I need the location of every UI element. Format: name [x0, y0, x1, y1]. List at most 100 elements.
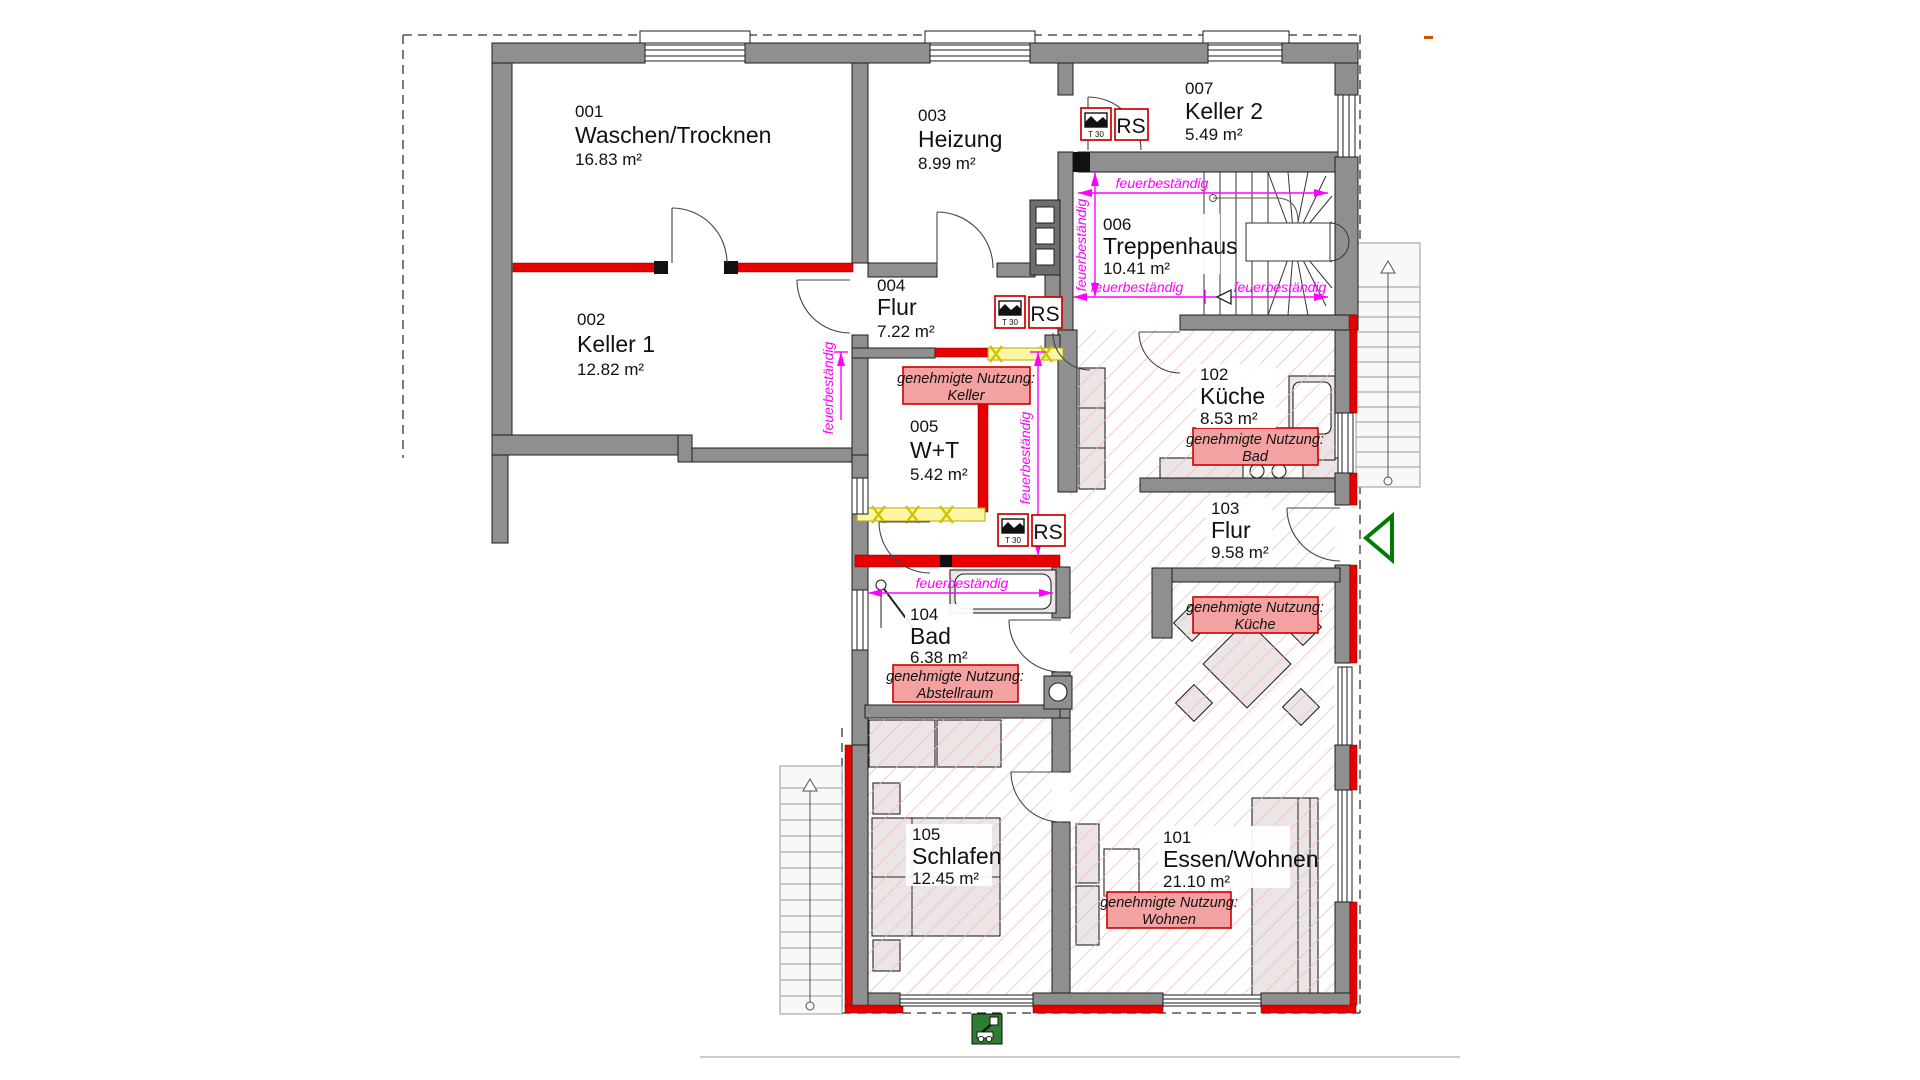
svg-text:12.82 m²: 12.82 m²	[577, 360, 644, 379]
t30-label: T 30	[1002, 318, 1018, 327]
svg-text:12.45 m²: 12.45 m²	[912, 869, 979, 888]
door	[1052, 332, 1091, 371]
svg-text:007: 007	[1185, 79, 1213, 98]
door	[1138, 331, 1181, 374]
svg-text:Essen/Wohnen: Essen/Wohnen	[1163, 846, 1319, 872]
svg-text:7.22 m²: 7.22 m²	[877, 322, 935, 341]
svg-text:Waschen/Trocknen: Waschen/Trocknen	[575, 122, 771, 148]
stair-up-arrow	[1380, 260, 1396, 274]
door	[936, 211, 994, 269]
room-label-101: 101 Essen/Wohnen 21.10 m²	[1158, 826, 1319, 891]
rs-label: RS	[1116, 115, 1145, 138]
fire-label: feuerbeständig	[820, 341, 836, 434]
door	[1008, 619, 1062, 673]
room-label-001: 001 Waschen/Trocknen 16.83 m²	[575, 102, 771, 169]
window	[899, 994, 1034, 1007]
svg-text:genehmigte Nutzung:: genehmigte Nutzung:	[1186, 600, 1324, 616]
svg-text:genehmigte Nutzung:: genehmigte Nutzung:	[1186, 432, 1324, 448]
svg-text:6.38 m²: 6.38 m²	[910, 648, 968, 667]
room-label-103: 103 Flur 9.58 m²	[1206, 498, 1272, 562]
svg-text:Küche: Küche	[1200, 383, 1265, 409]
windows	[639, 30, 1356, 1007]
room-label-104: 104 Bad 6.38 m²	[905, 604, 973, 667]
door	[671, 207, 728, 264]
svg-text:Wohnen: Wohnen	[1142, 912, 1196, 928]
staircase-treppenhaus	[1203, 171, 1350, 316]
door-symbol-t30-rs: T 30 RS	[1080, 107, 1149, 141]
window	[924, 30, 1036, 62]
svg-text:102: 102	[1200, 365, 1228, 384]
shower-head	[875, 579, 887, 591]
window	[1337, 666, 1353, 746]
fire-annotations: feuerbeständig feuerbeständig feuerbestä…	[820, 172, 1328, 597]
fire-label: feuerbeständig	[1234, 279, 1327, 295]
svg-text:9.58 m²: 9.58 m²	[1211, 543, 1269, 562]
fire-label: feuerbeständig	[1017, 411, 1033, 504]
usage-note-kueche: genehmigte Nutzung: Küche	[1186, 596, 1324, 634]
svg-text:Keller: Keller	[947, 388, 985, 404]
svg-text:8.53 m²: 8.53 m²	[1200, 409, 1258, 428]
door-closer-icon	[1085, 116, 1107, 127]
svg-text:006: 006	[1103, 215, 1131, 234]
window	[851, 477, 869, 515]
window	[1202, 30, 1290, 62]
svg-text:8.99 m²: 8.99 m²	[918, 154, 976, 173]
svg-text:004: 004	[877, 276, 905, 295]
svg-text:Flur: Flur	[877, 294, 917, 320]
window	[1337, 412, 1354, 474]
room-label-105: 105 Schlafen 12.45 m²	[906, 824, 1002, 888]
room-label-002: 002 Keller 1 12.82 m²	[577, 310, 655, 379]
door	[878, 521, 931, 574]
svg-text:5.49 m²: 5.49 m²	[1185, 125, 1243, 144]
svg-text:Bad: Bad	[1242, 449, 1269, 465]
svg-text:genehmigte Nutzung:: genehmigte Nutzung:	[886, 669, 1024, 685]
svg-text:002: 002	[577, 310, 605, 329]
svg-text:Küche: Küche	[1234, 617, 1275, 633]
door	[796, 279, 851, 334]
svg-text:Keller 1: Keller 1	[577, 331, 655, 357]
door-closer-icon	[1002, 522, 1024, 533]
north-mark	[1424, 36, 1433, 39]
svg-text:Abstellraum: Abstellraum	[916, 686, 994, 702]
fire-label: feuerbeständig	[1091, 279, 1184, 295]
t30-label: T 30	[1005, 536, 1021, 545]
svg-text:Treppenhaus: Treppenhaus	[1103, 233, 1238, 259]
fire-walls	[512, 261, 1358, 1014]
t30-label: T 30	[1088, 130, 1104, 139]
svg-text:005: 005	[910, 417, 938, 436]
window	[1162, 994, 1262, 1007]
chimney	[1029, 199, 1061, 276]
window	[851, 589, 869, 651]
door	[1010, 771, 1062, 823]
removed-walls	[856, 345, 1064, 524]
room-label-003: 003 Heizung 8.99 m²	[918, 106, 1002, 173]
svg-text:101: 101	[1163, 828, 1191, 847]
usage-note-bad: genehmigte Nutzung: Bad	[1186, 427, 1324, 466]
usage-note-keller: genehmigte Nutzung: Keller	[897, 366, 1035, 405]
room-label-005: 005 W+T 5.42 m²	[910, 417, 968, 484]
exterior-stair-left	[779, 765, 843, 1015]
svg-text:W+T: W+T	[910, 437, 959, 463]
exterior-stair-right	[1355, 242, 1421, 488]
svg-text:21.10 m²: 21.10 m²	[1163, 872, 1230, 891]
room-label-102: 102 Küche 8.53 m²	[1196, 364, 1276, 428]
svg-text:genehmigte Nutzung:: genehmigte Nutzung:	[897, 371, 1035, 387]
room-label-004: 004 Flur 7.22 m²	[877, 276, 935, 341]
svg-text:001: 001	[575, 102, 603, 121]
svg-text:Keller 2: Keller 2	[1185, 98, 1263, 124]
svg-text:Schlafen: Schlafen	[912, 843, 1002, 869]
door-symbol-t30-rs: T 30 RS	[997, 513, 1066, 547]
room-label-006: 006 Treppenhaus 10.41 m²	[1098, 214, 1238, 278]
room-label-007: 007 Keller 2 5.49 m²	[1185, 79, 1263, 144]
svg-text:104: 104	[910, 605, 938, 624]
svg-text:103: 103	[1211, 499, 1239, 518]
fire-truck-area-icon	[971, 1013, 1003, 1045]
svg-text:Flur: Flur	[1211, 517, 1251, 543]
svg-text:5.42 m²: 5.42 m²	[910, 465, 968, 484]
door	[1286, 507, 1341, 562]
entrance-arrow-icon	[1362, 511, 1394, 565]
rs-label: RS	[1033, 521, 1062, 544]
svg-text:105: 105	[912, 825, 940, 844]
fire-label: feuerbeständig	[1073, 198, 1089, 291]
